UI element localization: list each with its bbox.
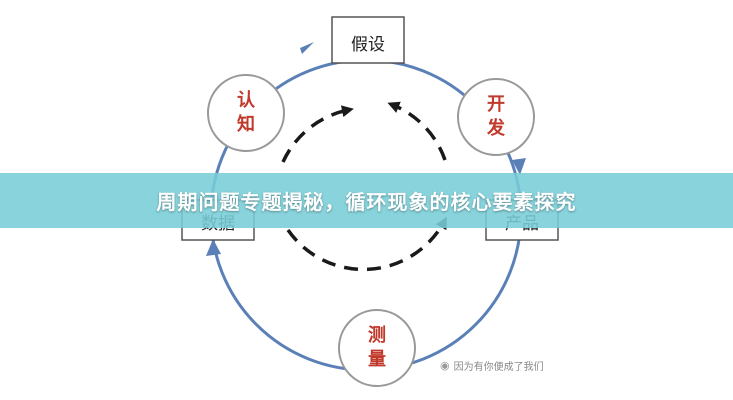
circle-upper-left-label: 认 知 (231, 89, 261, 137)
ring-arrow-left (206, 239, 221, 256)
watermark-text: 因为有你便成了我们 (453, 362, 544, 373)
ring-arrow-top (300, 42, 314, 54)
dashed-arc-upper-right (387, 101, 447, 161)
circle-upper-left (207, 74, 285, 152)
title-banner: 周期问题专题揭秘，循环现象的核心要素探究 (0, 173, 733, 228)
circle-bottom-char-2: 量 (368, 349, 386, 370)
ring-arrow-right (512, 158, 526, 175)
circle-upper-right-char-2: 发 (487, 118, 505, 139)
wechat-icon: ◉ (440, 359, 450, 372)
watermark: ◉ 因为有你便成了我们 (440, 358, 544, 373)
circle-upper-right-label: 开 发 (481, 93, 511, 141)
circle-bottom (338, 309, 416, 387)
circle-upper-left-char-1: 认 (237, 90, 255, 111)
box-top-label: 假设 (351, 35, 385, 55)
circle-upper-right-char-1: 开 (487, 94, 505, 115)
circle-bottom-label: 测 量 (362, 324, 392, 372)
circle-bottom-char-1: 测 (368, 325, 386, 346)
circle-upper-left-char-2: 知 (237, 114, 255, 135)
box-top (331, 16, 405, 64)
banner-title: 周期问题专题揭秘，循环现象的核心要素探究 (156, 190, 577, 214)
dashed-arc-upper-left (281, 105, 354, 163)
dashed-arc-lower (286, 216, 447, 272)
circle-upper-right (457, 78, 535, 156)
